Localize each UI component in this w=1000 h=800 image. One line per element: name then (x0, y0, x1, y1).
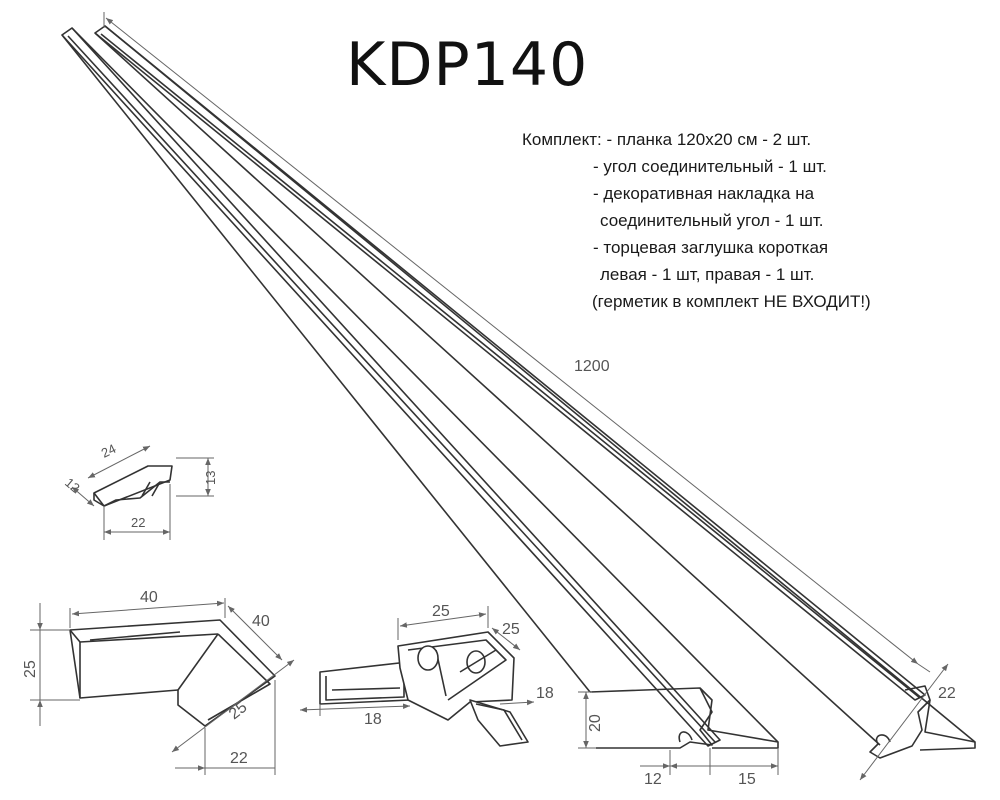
kit-line-4: соединительный угол - 1 шт. (600, 211, 824, 230)
overlay-dim-e: 22 (230, 750, 248, 767)
kit-line-7: (герметик в комплект НЕ ВХОДИТ!) (592, 292, 871, 311)
kit-line-3: - декоративная накладка на (593, 184, 815, 203)
cap-dim-d: 22 (131, 515, 145, 530)
overlay-dim-c: 25 (22, 660, 39, 678)
kit-line-6: левая - 1 шт, правая - 1 шт. (600, 265, 815, 284)
profile-dim-a: 12 (644, 771, 662, 788)
kit-line-2: - угол соединительный - 1 шт. (593, 157, 827, 176)
corner-dim-d: 18 (536, 685, 554, 702)
end-cap-drawing: 24 12 13 22 (62, 441, 218, 540)
connecting-corner-drawing: 25 25 18 18 (299, 603, 554, 747)
kit-description: Комплект: - планка 120х20 см - 2 шт. - у… (522, 126, 871, 315)
corner-dim-b: 25 (502, 621, 520, 638)
profile-dim-b: 15 (738, 771, 756, 788)
profile-dim-height: 20 (587, 714, 604, 732)
product-title: KDP140 (346, 30, 589, 100)
cap-dim-a: 24 (99, 441, 119, 461)
overlay-dim-a: 40 (140, 589, 158, 606)
length-dimension: 1200 (103, 12, 931, 673)
corner-dim-a: 25 (432, 603, 450, 620)
dimension-length-label: 1200 (574, 358, 610, 375)
cap-dim-b: 12 (62, 475, 83, 496)
kit-line-5: - торцевая заглушка короткая (593, 238, 829, 257)
corner-overlay-drawing: 40 40 25 25 22 (22, 589, 295, 775)
overlay-dim-b: 40 (252, 613, 270, 630)
profile-dimensions: 20 12 15 22 (578, 663, 956, 788)
cap-dim-c: 13 (203, 471, 218, 485)
corner-dim-c: 18 (364, 711, 382, 728)
kit-line-1: Комплект: - планка 120х20 см - 2 шт. (522, 130, 812, 149)
profile-dim-c: 22 (938, 685, 956, 702)
